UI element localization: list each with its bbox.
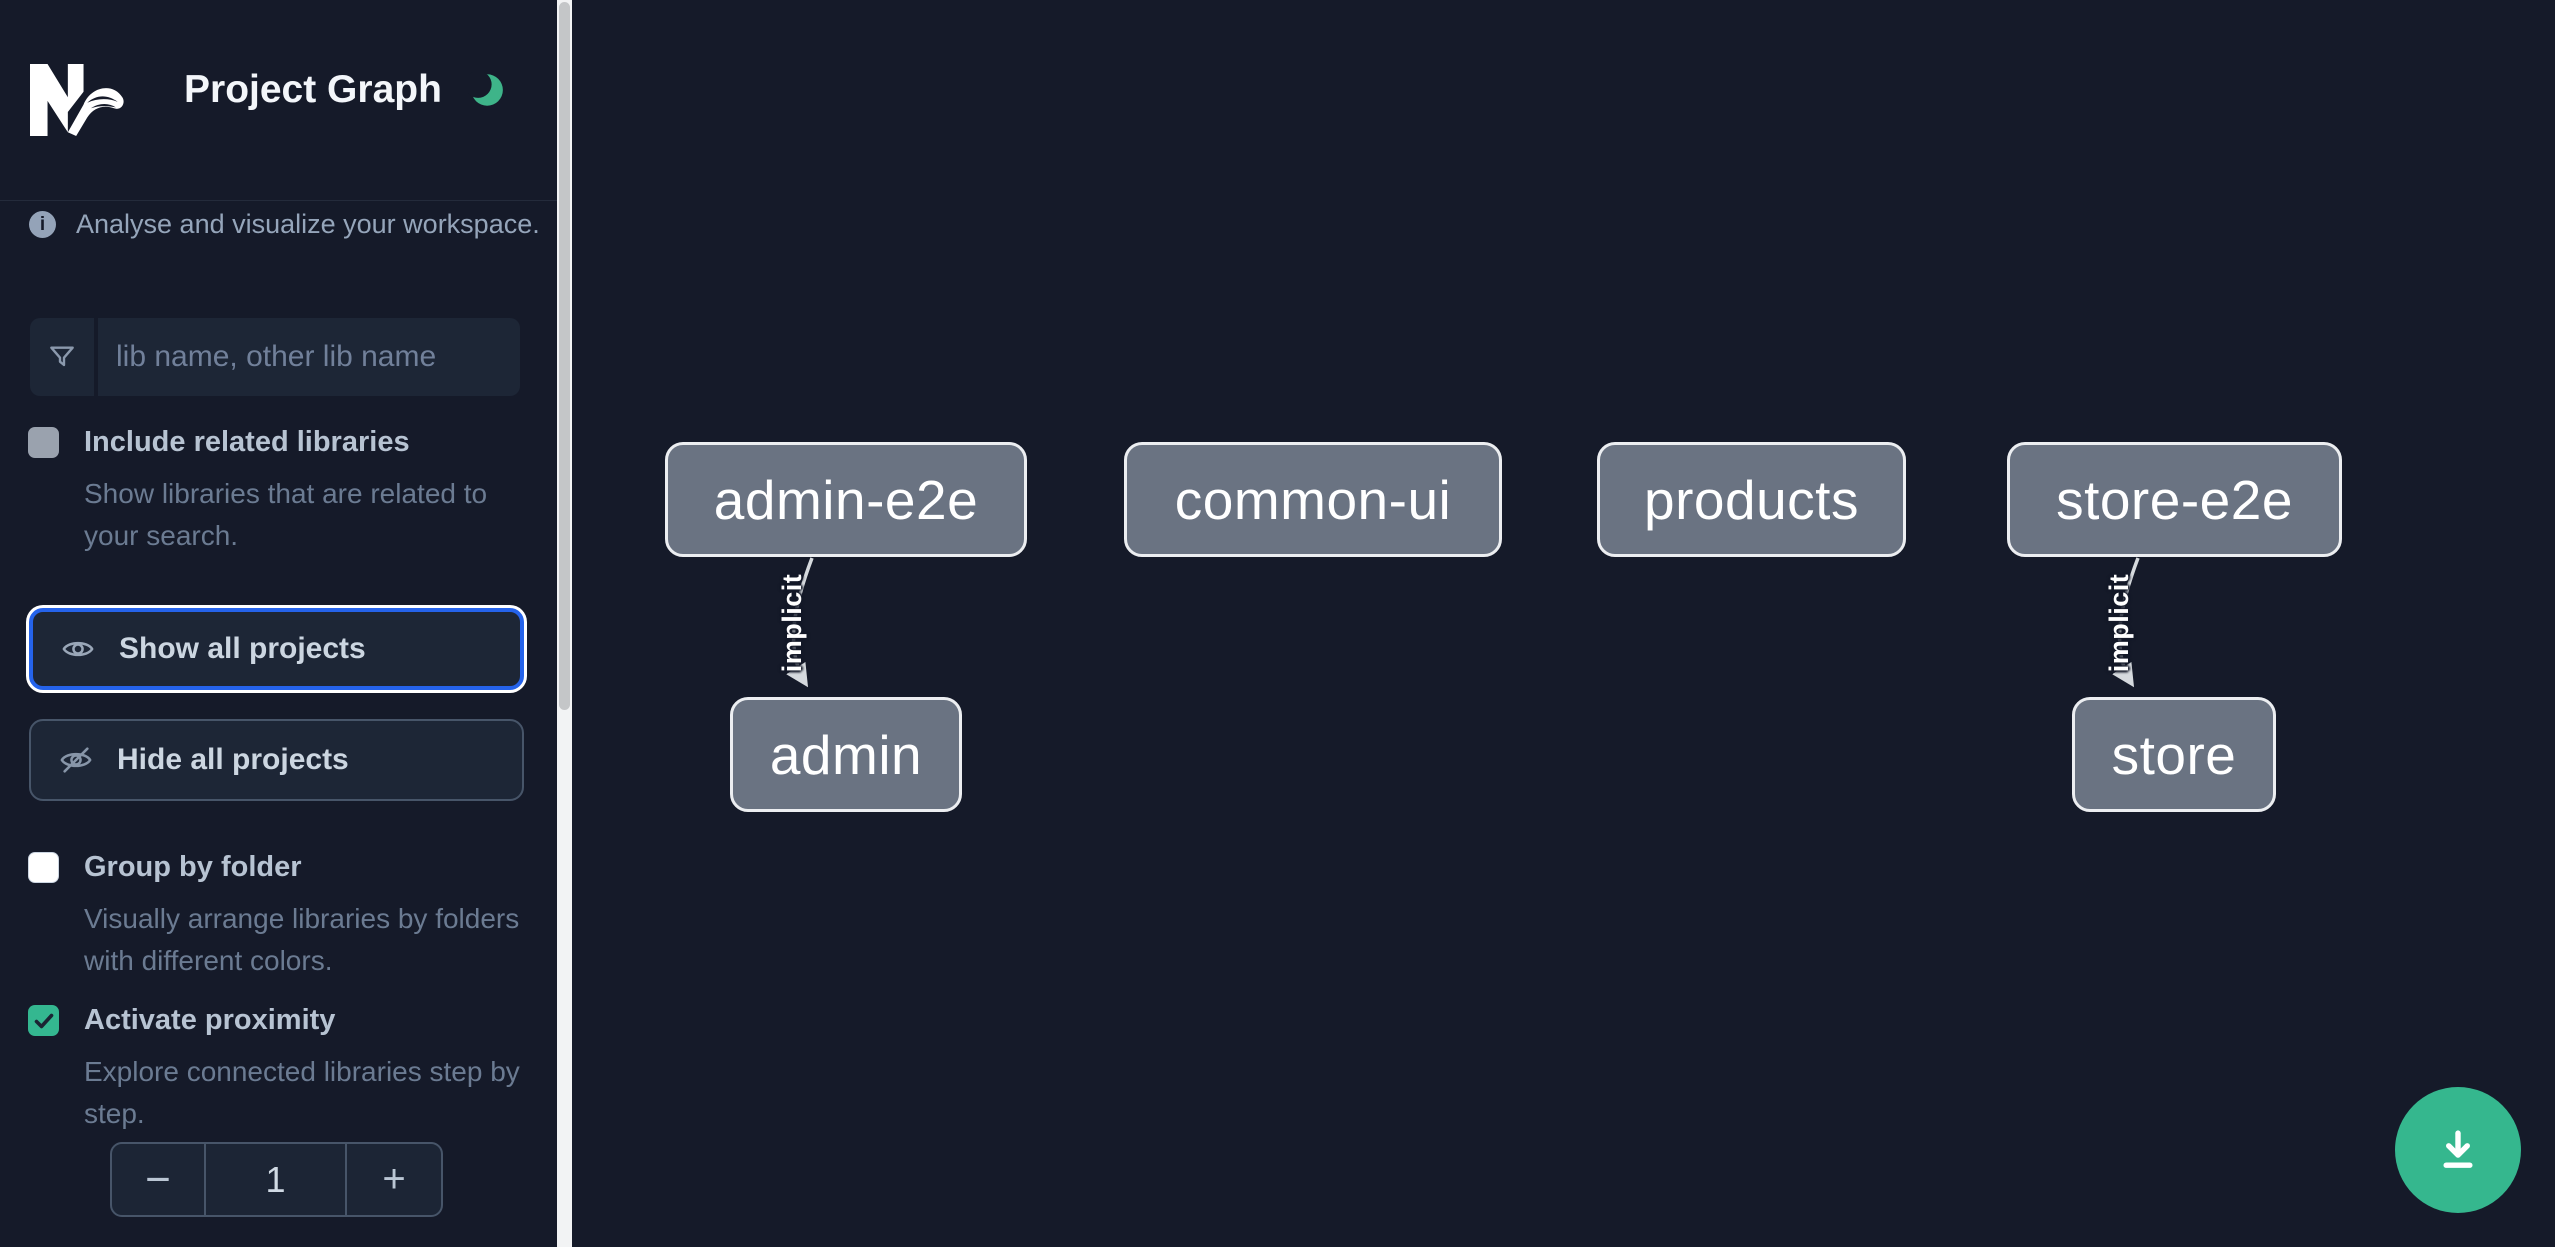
proximity-depth-stepper: − 1 + [110, 1142, 443, 1217]
sidebar-header: Project Graph [0, 0, 557, 201]
group-by-folder-checkbox[interactable] [28, 852, 59, 883]
hide-all-projects-label: Hide all projects [117, 743, 349, 776]
hide-all-projects-button[interactable]: Hide all projects [29, 719, 524, 801]
graph-node-store-e2e[interactable]: store-e2e [2007, 442, 2342, 557]
tagline-text: Analyse and visualize your workspace. [76, 209, 540, 239]
option-group-by-folder: Group by folder Visually arrange librari… [28, 852, 528, 982]
graph-node-common-ui[interactable]: common-ui [1124, 442, 1502, 557]
show-all-projects-button[interactable]: Show all projects [29, 608, 524, 690]
nx-logo [29, 64, 127, 136]
graph-node-admin-e2e[interactable]: admin-e2e [665, 442, 1027, 557]
workspace-tagline: i Analyse and visualize your workspace. [29, 209, 540, 240]
eye-off-icon [59, 743, 93, 777]
option-description: Show libraries that are related to your … [84, 478, 488, 551]
theme-toggle-button[interactable] [468, 70, 508, 110]
option-activate-proximity: Activate proximity Explore connected lib… [28, 1005, 528, 1135]
edge-store-e2e-to-store[interactable] [2112, 557, 2140, 688]
option-description: Explore connected libraries step by step… [84, 1056, 520, 1129]
search-bar [30, 318, 520, 396]
graph-node-products[interactable]: products [1597, 442, 1906, 557]
option-include-related-libraries: Include related libraries Show libraries… [28, 427, 528, 557]
show-all-projects-label: Show all projects [119, 632, 366, 665]
stepper-value: 1 [206, 1144, 347, 1215]
moon-icon [468, 72, 508, 108]
edge-admin-e2e-to-admin[interactable] [786, 557, 814, 688]
option-label: Include related libraries [84, 426, 410, 458]
increment-button[interactable]: + [347, 1144, 441, 1215]
edge-label-implicit[interactable]: implicit [776, 573, 807, 673]
page-title: Project Graph [184, 68, 442, 111]
info-icon: i [29, 211, 56, 238]
option-label: Group by folder [84, 851, 302, 883]
filter-funnel-icon [30, 318, 98, 396]
option-description: Visually arrange libraries by folders wi… [84, 903, 520, 976]
option-label: Activate proximity [84, 1004, 336, 1036]
eye-icon [61, 632, 95, 666]
edge-label-implicit[interactable]: implicit [2103, 573, 2134, 673]
search-input[interactable] [98, 318, 520, 396]
sidebar: Project Graph i Analyse and visualize yo… [0, 0, 557, 1247]
scrollbar-thumb[interactable] [559, 2, 570, 710]
graph-node-store[interactable]: store [2072, 697, 2276, 812]
sidebar-scrollbar[interactable] [557, 0, 572, 1247]
graph-node-admin[interactable]: admin [730, 697, 962, 812]
decrement-button[interactable]: − [112, 1144, 206, 1215]
activate-proximity-checkbox[interactable] [28, 1005, 59, 1036]
checkmark-icon [32, 1009, 56, 1033]
download-icon [2431, 1123, 2485, 1177]
include-related-checkbox[interactable] [28, 427, 59, 458]
download-graph-button[interactable] [2395, 1087, 2521, 1213]
